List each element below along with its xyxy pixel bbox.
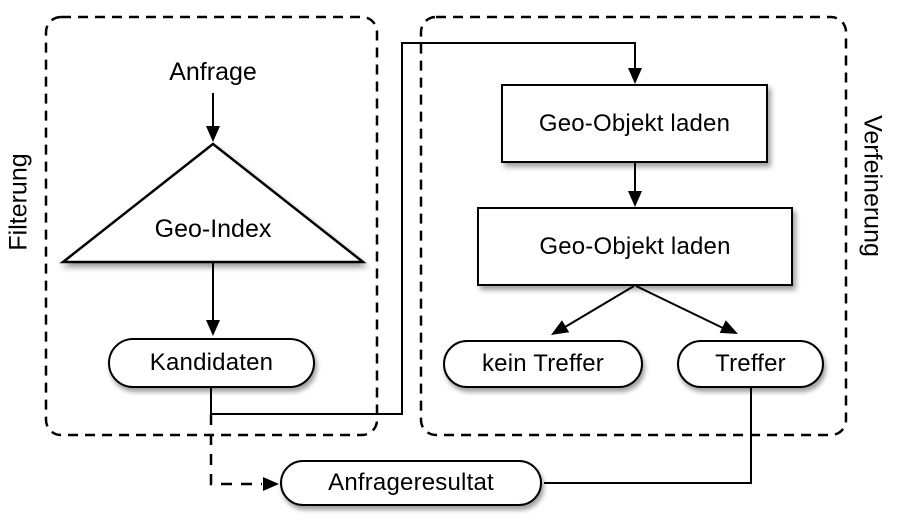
- node-kandidaten: Kandidaten: [108, 338, 315, 388]
- phase-label-filterung: Filterung: [4, 153, 33, 251]
- edge-load2-keintreffer: [559, 285, 635, 331]
- node-anfrage: Anfrage: [169, 57, 257, 86]
- arrowhead-load2-treffer: [719, 320, 738, 334]
- node-geo-objekt-laden-2: Geo-Objekt laden: [477, 207, 793, 286]
- node-kein-treffer: kein Treffer: [443, 340, 643, 388]
- arrowhead-kandidaten-anfrageresultat: [263, 477, 279, 491]
- node-geo-objekt-laden-1: Geo-Objekt laden: [501, 84, 768, 163]
- arrowhead-load2-keintreffer: [551, 320, 570, 335]
- phase-box-verfeinerung: [419, 15, 848, 437]
- arrowhead-kandidaten-load1: [628, 68, 642, 84]
- geo-index-triangle: [59, 142, 367, 264]
- edge-treffer-anfrageresultat: [544, 387, 752, 484]
- geo-index-label: Geo-Index: [154, 214, 272, 243]
- phase-label-verfeinerung: Verfeinerung: [858, 115, 887, 257]
- edge-kandidaten-anfrageresultat: [209, 414, 262, 486]
- node-anfrageresultat: Anfrageresultat: [280, 460, 542, 506]
- node-treffer: Treffer: [677, 340, 824, 388]
- arrowhead-load1-load2: [628, 191, 642, 207]
- edge-kandidaten-load1: [210, 42, 636, 415]
- arrowhead-anfrage-geoindex: [206, 126, 220, 142]
- edge-load2-treffer: [635, 285, 726, 330]
- arrowhead-geoindex-kandidaten: [206, 320, 220, 336]
